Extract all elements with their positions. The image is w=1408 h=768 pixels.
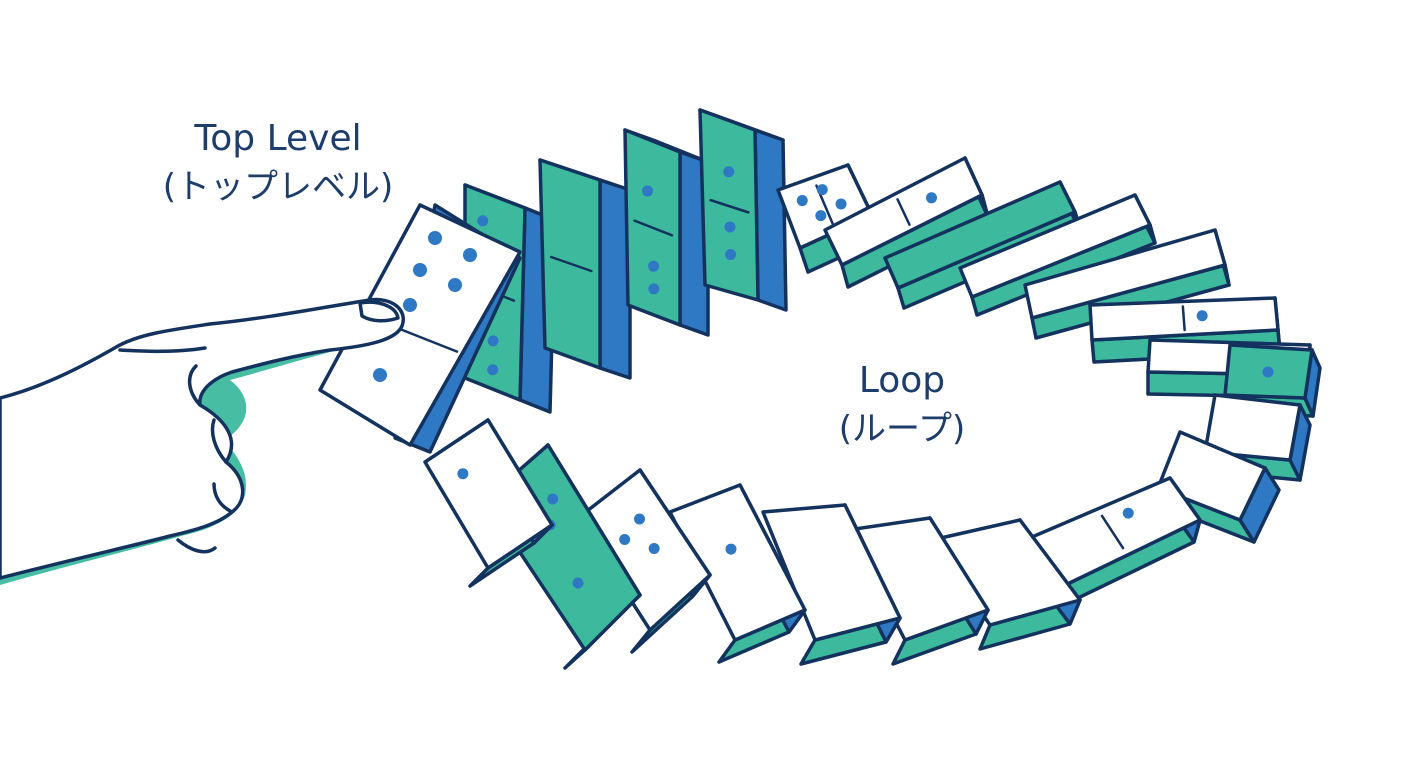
domino-face [668, 483, 807, 642]
domino-face [423, 418, 554, 570]
domino-face [1023, 228, 1227, 320]
fingernail [358, 300, 400, 323]
domino-pip [448, 278, 462, 292]
pointing-hand-icon [0, 297, 405, 585]
domino-side [753, 128, 788, 312]
hand-outline [0, 297, 405, 580]
domino-pip [724, 221, 736, 233]
top-level-label: Top Level [193, 118, 361, 159]
domino-face [318, 203, 522, 447]
domino-divider [1100, 514, 1125, 550]
domino-divider [896, 198, 911, 226]
domino-tile [1023, 228, 1231, 340]
domino-tile [538, 158, 632, 380]
domino-pip [1122, 507, 1134, 519]
domino-divider [633, 219, 674, 237]
domino-divider [1181, 305, 1186, 332]
domino-tile [698, 108, 788, 312]
domino-pip [1196, 310, 1208, 322]
domino-pip [1262, 366, 1274, 378]
domino-pip [373, 368, 387, 382]
domino-pip [642, 185, 654, 197]
domino-tile [423, 418, 554, 588]
domino-pip [723, 166, 735, 178]
domino-face [1203, 393, 1302, 462]
domino-pip [926, 192, 937, 204]
domino-pip [835, 198, 847, 210]
domino-pip [648, 283, 660, 295]
domino-pip [648, 260, 660, 272]
domino-pip [463, 248, 477, 262]
domino-pip [457, 468, 469, 480]
domino-pip [816, 184, 828, 196]
domino-pip [815, 210, 827, 222]
domino-tile [958, 193, 1157, 317]
domino-tile [668, 483, 807, 664]
domino-pip [477, 215, 489, 227]
domino-pip [413, 263, 427, 277]
loop-label: Loop [859, 360, 945, 401]
domino-tile [623, 128, 710, 337]
domino-tile [1023, 476, 1202, 614]
domino-divider [549, 255, 593, 273]
domino-pip [725, 543, 737, 555]
domino-pip [634, 513, 646, 525]
domino-pip [648, 542, 660, 554]
domino-tile [823, 156, 990, 289]
domino-tile [846, 516, 990, 666]
domino-pip [403, 298, 417, 312]
domino-chain [318, 108, 1322, 670]
domino-pip [796, 195, 808, 207]
domino-tile [576, 468, 712, 654]
top-level-label-ja: (トップレベル) [163, 167, 394, 207]
domino-pip [619, 534, 631, 546]
domino-pip [487, 364, 499, 376]
loop-label-ja: (ループ) [839, 409, 966, 449]
domino-pip [428, 231, 442, 245]
domino-pip [725, 249, 737, 261]
domino-face [883, 180, 1077, 290]
domino-tile [318, 203, 522, 454]
domino-pip [547, 493, 559, 505]
domino-divider [709, 198, 750, 214]
domino-face [958, 193, 1152, 299]
domino-pip [487, 335, 499, 347]
domino-pip [572, 577, 584, 589]
